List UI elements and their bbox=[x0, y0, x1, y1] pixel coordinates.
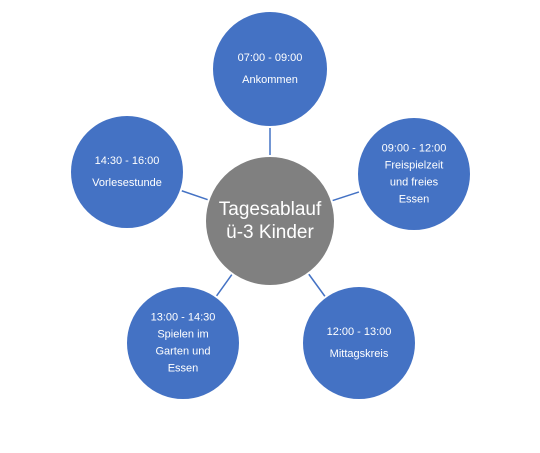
schedule-node-label-line: 07:00 - 09:00 bbox=[238, 52, 303, 64]
connector-line bbox=[307, 273, 327, 298]
center-label-line: ü-3 Kinder bbox=[226, 222, 314, 243]
schedule-node-label-line: Essen bbox=[399, 194, 430, 206]
center-label-line: Tagesablauf bbox=[219, 199, 322, 220]
connector-line bbox=[180, 189, 209, 201]
schedule-node-label-line: 09:00 - 12:00 bbox=[382, 143, 447, 155]
schedule-node-circle bbox=[125, 285, 241, 401]
schedule-node-label-line: Vorlesestunde bbox=[92, 177, 162, 189]
schedule-node-label-line: und freies bbox=[390, 177, 439, 189]
schedule-node-circle bbox=[69, 114, 185, 230]
schedule-node-circle bbox=[356, 116, 472, 232]
schedule-node-label-line: Essen bbox=[168, 363, 199, 375]
connector-line bbox=[331, 190, 361, 202]
schedule-node-label-line: 13:00 - 14:30 bbox=[151, 312, 216, 324]
center-circle bbox=[204, 155, 336, 287]
schedule-node-label-line: Freispielzeit bbox=[385, 160, 444, 172]
schedule-node-label-line: Mittagskreis bbox=[330, 348, 389, 360]
schedule-node-circle bbox=[301, 285, 417, 401]
schedule-node-label-line: 12:00 - 13:00 bbox=[327, 326, 392, 338]
connectors bbox=[180, 127, 361, 298]
connector-line bbox=[215, 273, 233, 298]
schedule-node-label-line: Garten und bbox=[155, 346, 210, 358]
schedule-node-label-line: Spielen im bbox=[157, 329, 208, 341]
schedule-node-circle bbox=[211, 10, 329, 128]
schedule-node-label-line: Ankommen bbox=[242, 74, 298, 86]
schedule-node-label-line: 14:30 - 16:00 bbox=[95, 155, 160, 167]
